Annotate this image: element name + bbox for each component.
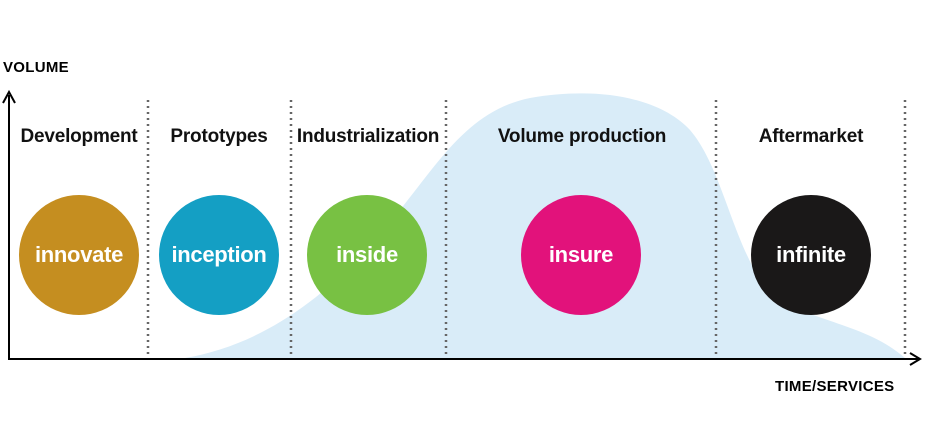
phase-label-development: Development — [20, 126, 138, 147]
stage-label: innovate — [34, 242, 124, 267]
y-axis-label: VOLUME — [3, 59, 69, 76]
stage-circle-innovate: innovate — [19, 195, 139, 315]
stage-circle-insure: insure — [521, 195, 641, 315]
stage-circle-inception: inception — [159, 195, 279, 315]
stage-label: insure — [548, 242, 614, 267]
x-axis-label: TIME/SERVICES — [775, 378, 895, 395]
y-axis-arrowhead — [2, 89, 16, 104]
phase-label-volume-production: Volume production — [497, 126, 667, 147]
stage-circle-inside: inside — [307, 195, 427, 315]
stage-label: inception — [171, 242, 267, 267]
stage-circle-infinite: infinite — [751, 195, 871, 315]
x-axis-arrowhead — [909, 352, 922, 366]
stage-label: inside — [336, 242, 398, 267]
phase-label-prototypes: Prototypes — [170, 126, 268, 147]
phase-label-industrialization: Industrialization — [296, 126, 440, 147]
stage-label: infinite — [776, 242, 846, 267]
phase-label-aftermarket: Aftermarket — [758, 126, 864, 147]
